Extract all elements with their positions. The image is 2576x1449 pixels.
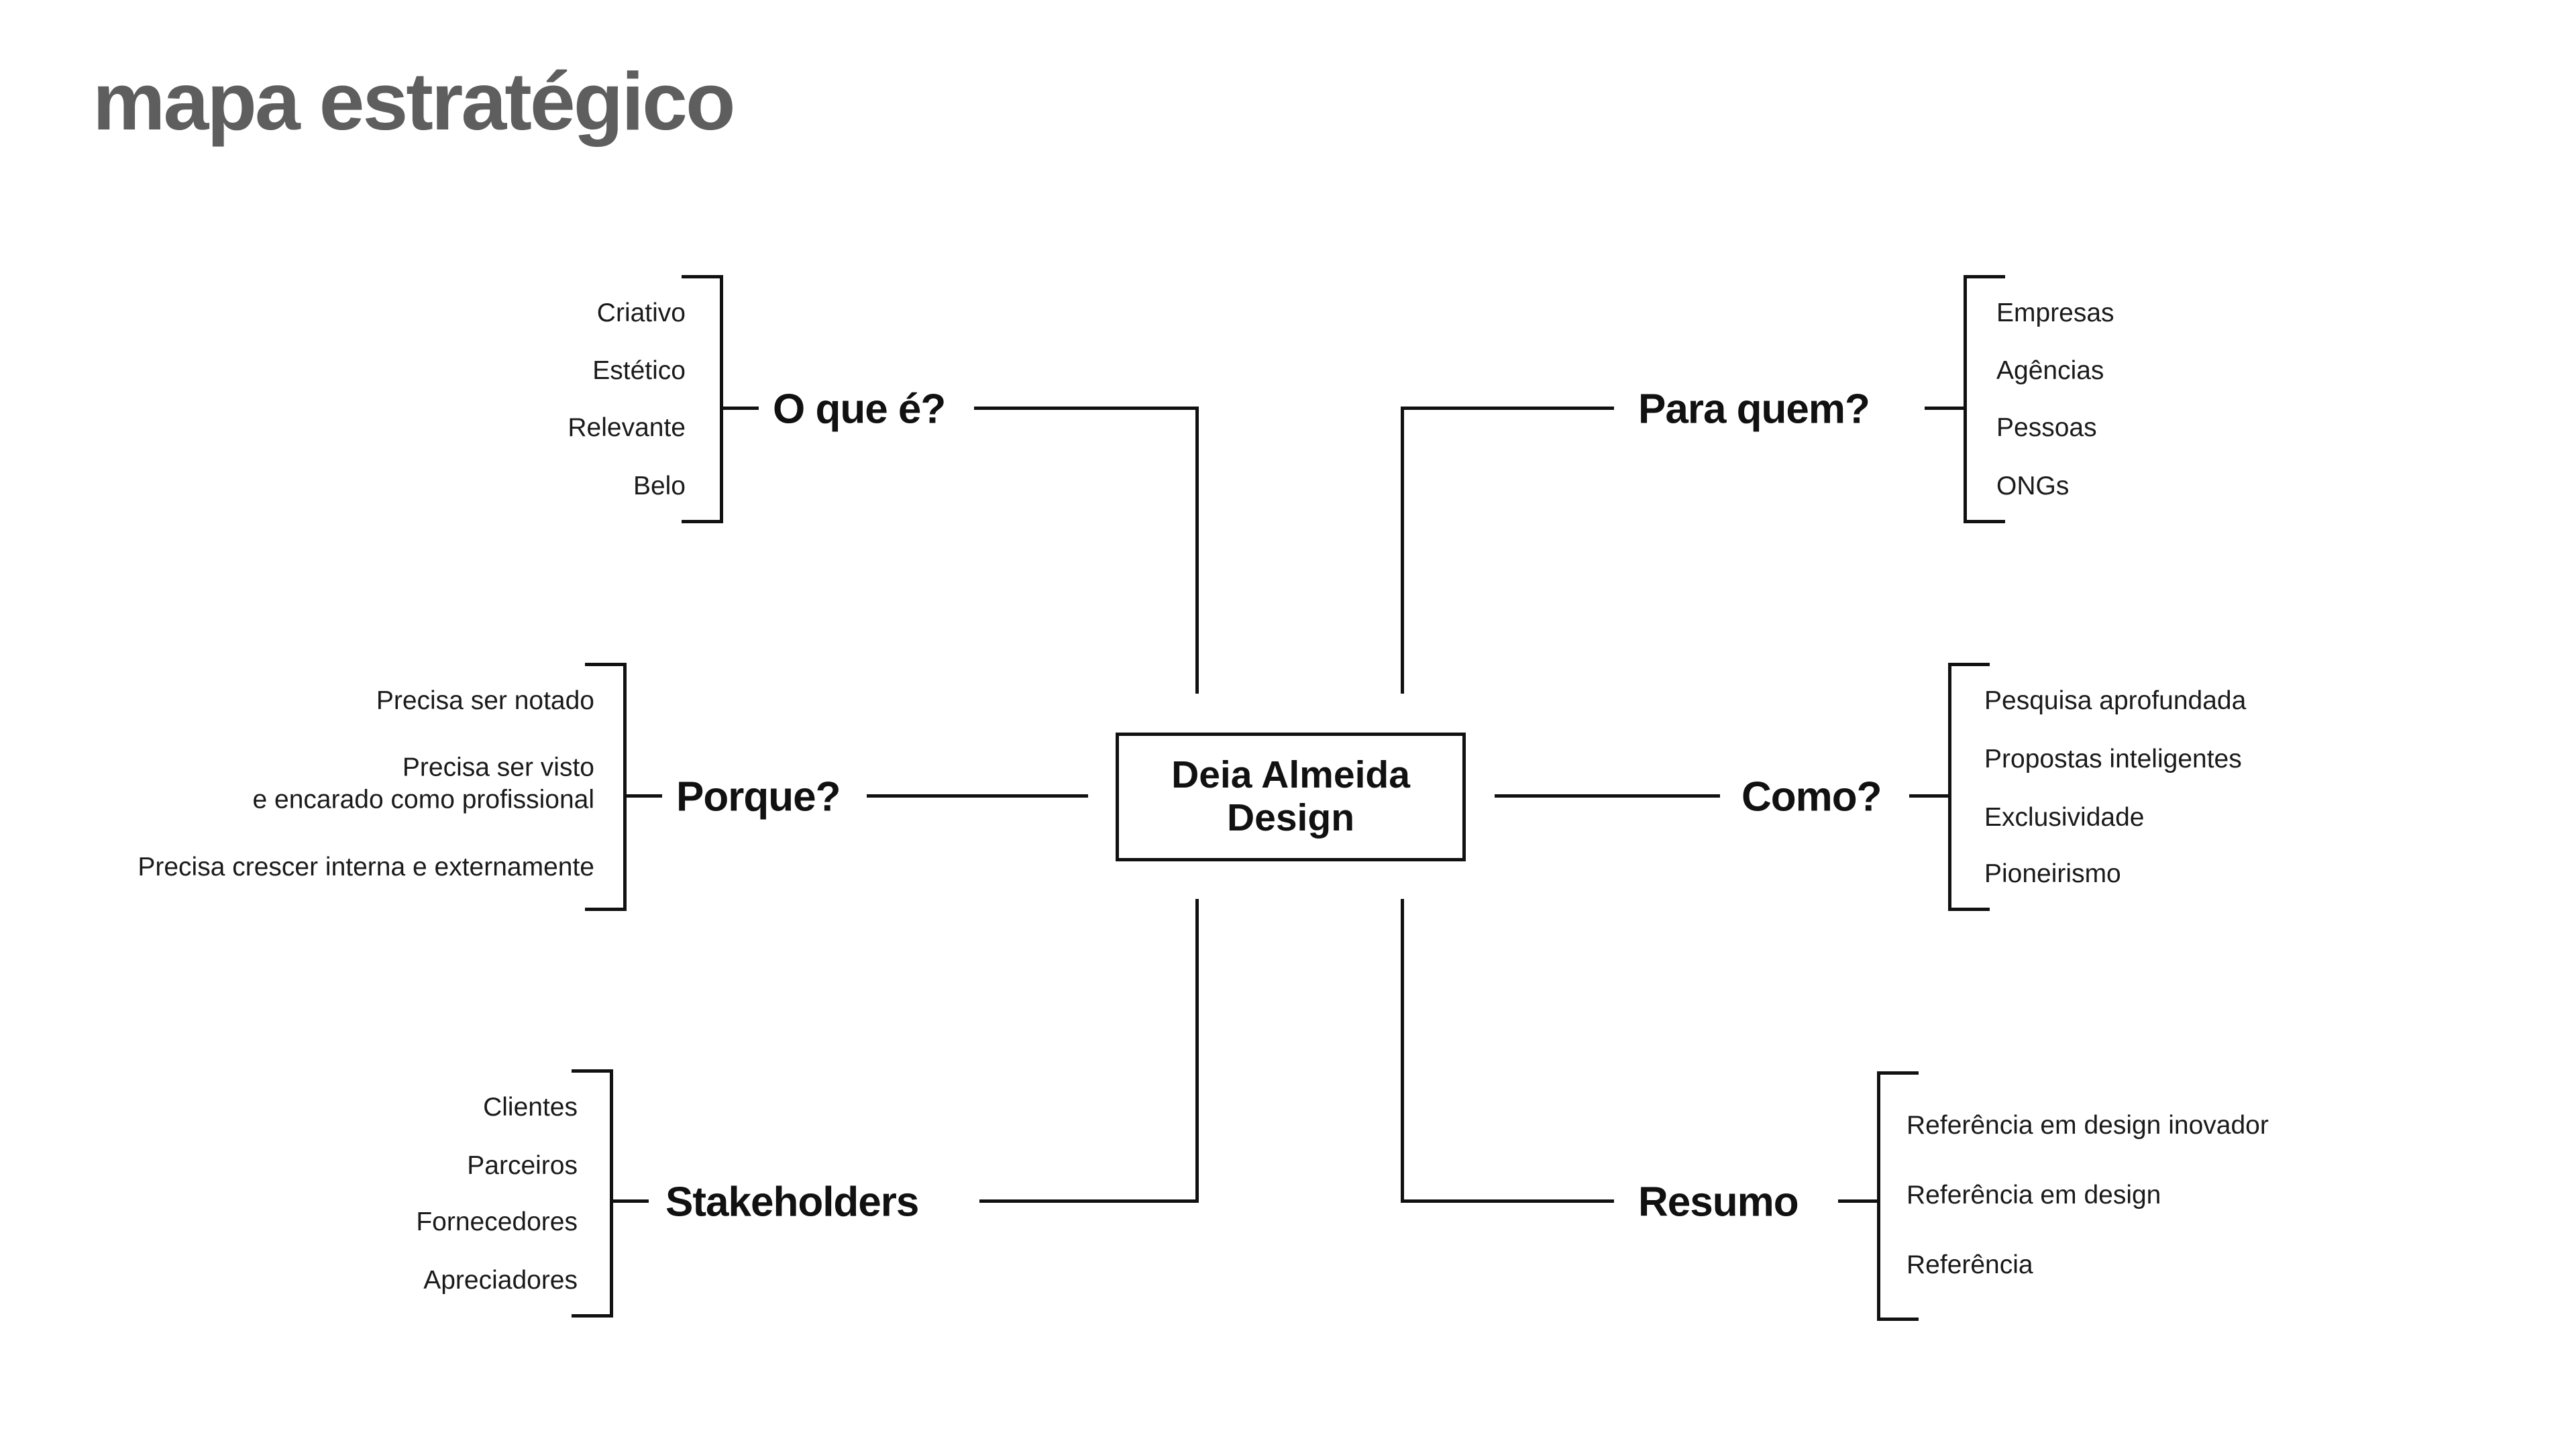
branch-label-stakeholders: Stakeholders: [665, 1179, 919, 1226]
bracket-line-para-quem-top-tick: [1964, 275, 2005, 278]
bracket-line-para-quem-bottom-tick: [1964, 520, 2005, 523]
central-node: Deia Almeida Design: [1116, 733, 1466, 861]
list-item: Empresas: [1996, 299, 2114, 328]
bracket-line-o-que-e-bottom-tick: [682, 520, 723, 523]
list-item: Pioneirismo: [1984, 859, 2121, 889]
bracket-line-como-vertical: [1948, 663, 1951, 911]
bracket-line-como-label-tick: [1909, 794, 1948, 798]
bracket-line-resumo-label-tick: [1838, 1199, 1877, 1203]
list-item: Parceiros: [467, 1151, 578, 1181]
bracket-line-stakeholders-top-tick: [572, 1069, 613, 1073]
bracket-line-como-bottom-tick: [1948, 908, 1990, 911]
central-node-label: Deia Almeida Design: [1171, 753, 1410, 839]
connector-stakeholders-horizontal: [979, 1199, 1199, 1203]
branch-label-o-que-e: O que é?: [773, 386, 946, 433]
bracket-line-porque-top-tick: [585, 663, 627, 666]
branch-label-como: Como?: [1741, 773, 1882, 820]
connector-o-que-e-vertical: [1195, 407, 1199, 694]
connector-stakeholders-vertical: [1195, 899, 1199, 1203]
list-item: Relevante: [568, 413, 686, 443]
bracket-line-stakeholders-label-tick: [610, 1199, 649, 1203]
list-item: Propostas inteligentes: [1984, 745, 2242, 774]
list-item: Exclusividade: [1984, 803, 2145, 833]
bracket-line-stakeholders-vertical: [610, 1069, 613, 1318]
bracket-line-como-top-tick: [1948, 663, 1990, 666]
list-item: Apreciadores: [423, 1266, 578, 1295]
connector-para-quem-horizontal: [1401, 407, 1614, 410]
list-item: Criativo: [596, 299, 686, 328]
connector-porque-horizontal: [867, 794, 1088, 798]
bracket-line-o-que-e-vertical: [720, 275, 723, 523]
list-item: Precisa crescer interna e externamente: [138, 853, 594, 882]
list-item: Precisa ser visto e encarado como profis…: [252, 753, 594, 814]
list-item: Referência em design inovador: [1907, 1111, 2269, 1140]
connector-para-quem-vertical: [1401, 407, 1404, 694]
list-item: Fornecedores: [416, 1208, 578, 1237]
bracket-line-porque-bottom-tick: [585, 908, 627, 911]
page-title: mapa estratégico: [93, 56, 736, 147]
branch-label-resumo: Resumo: [1638, 1179, 1799, 1226]
connector-como-horizontal: [1495, 794, 1720, 798]
branch-label-porque: Porque?: [676, 773, 841, 820]
bracket-line-o-que-e-label-tick: [720, 407, 759, 410]
list-item: Referência em design: [1907, 1181, 2161, 1210]
bracket-line-o-que-e-top-tick: [682, 275, 723, 278]
bracket-line-para-quem-label-tick: [1925, 407, 1964, 410]
connector-o-que-e-horizontal: [974, 407, 1199, 410]
list-item: Pessoas: [1996, 413, 2097, 443]
branch-label-para-quem: Para quem?: [1638, 386, 1870, 433]
list-item: Referência: [1907, 1250, 2033, 1280]
list-item: Clientes: [483, 1093, 578, 1122]
bracket-line-resumo-top-tick: [1877, 1071, 1919, 1075]
connector-resumo-vertical: [1401, 899, 1404, 1203]
bracket-line-porque-vertical: [623, 663, 627, 911]
bracket-line-para-quem-vertical: [1964, 275, 1967, 523]
list-item: Belo: [633, 472, 686, 501]
connector-resumo-horizontal: [1401, 1199, 1614, 1203]
bracket-line-resumo-bottom-tick: [1877, 1318, 1919, 1321]
bracket-line-porque-label-tick: [623, 794, 662, 798]
list-item: Estético: [592, 356, 686, 386]
bracket-line-stakeholders-bottom-tick: [572, 1314, 613, 1318]
bracket-line-resumo-vertical: [1877, 1071, 1880, 1321]
list-item: Agências: [1996, 356, 2104, 386]
list-item: ONGs: [1996, 472, 2070, 501]
list-item: Precisa ser notado: [376, 686, 594, 716]
list-item: Pesquisa aprofundada: [1984, 686, 2247, 716]
